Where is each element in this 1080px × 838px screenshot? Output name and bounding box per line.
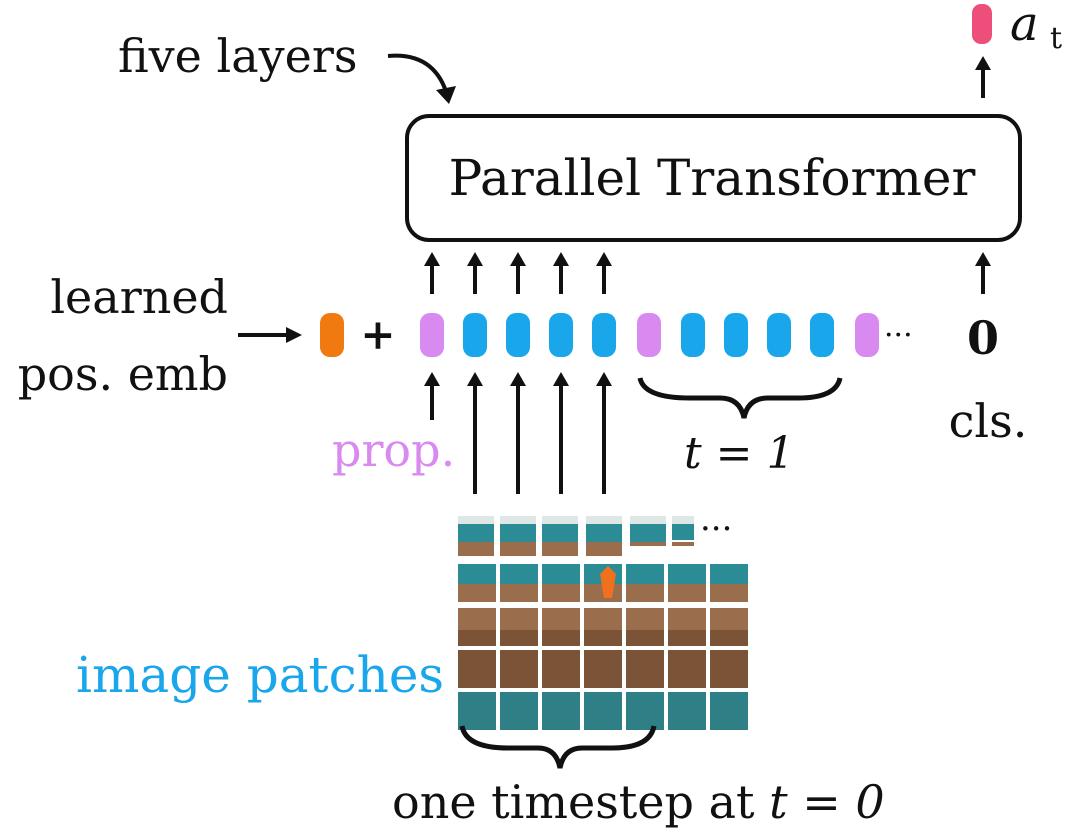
- one-timestep-caption: one timestep at t = 0: [392, 775, 885, 829]
- t1-label: t = 1: [684, 428, 795, 479]
- image-patch-desk: [630, 542, 666, 546]
- plus-sign: +: [360, 310, 395, 359]
- proprio-token: [420, 313, 444, 357]
- token-row: + ··· 0: [320, 310, 999, 365]
- image-patch-desk-top: [626, 584, 664, 602]
- image-patch-ceiling: [542, 516, 578, 524]
- prop-arrowhead: [424, 372, 440, 386]
- proprio-token: [637, 313, 661, 357]
- arrow-up-cls: [975, 252, 991, 294]
- patch-arrows: [467, 372, 612, 494]
- image-patch-desk-top: [458, 584, 496, 602]
- image-patches-grid: [458, 516, 748, 730]
- image-patch-desk-front: [626, 630, 664, 646]
- five-layers-arrowhead: [436, 86, 456, 104]
- pos-emb-label: pos. emb: [18, 347, 228, 401]
- pos-emb-arrowhead: [286, 327, 302, 343]
- image-patch: [710, 650, 748, 688]
- arrow-up: [467, 372, 483, 494]
- image-patch-desk: [500, 542, 536, 556]
- action-label: a: [1010, 0, 1039, 52]
- image-token: [724, 313, 748, 357]
- image-patch: [500, 692, 538, 730]
- proprio-token: [855, 313, 879, 357]
- image-patch: [542, 692, 580, 730]
- one-timestep-text: one timestep at: [392, 775, 769, 829]
- action-arrowhead: [975, 56, 991, 70]
- image-patch: [542, 650, 580, 688]
- image-token: [463, 313, 487, 357]
- image-patch-desk-front: [710, 630, 748, 646]
- image-patch: [668, 692, 706, 730]
- image-patch: [584, 692, 622, 730]
- image-patch-desk-top: [710, 584, 748, 602]
- image-patch-desk-front: [500, 630, 538, 646]
- image-patch-desk-front: [668, 630, 706, 646]
- parallel-transformer-box: [405, 114, 1022, 242]
- image-patch: [710, 692, 748, 730]
- cls-label: cls.: [949, 394, 1028, 448]
- image-patch-desk: [586, 542, 622, 556]
- t1-brace: [637, 377, 843, 419]
- image-patch: [626, 692, 664, 730]
- image-patches-label: image patches: [76, 646, 444, 704]
- image-patch: [626, 650, 664, 688]
- image-patch: [458, 692, 496, 730]
- arrow-up: [510, 252, 526, 294]
- image-token: [592, 313, 616, 357]
- token-ellipsis: ···: [884, 318, 913, 353]
- image-patch-ceiling: [630, 516, 666, 524]
- five-layers-label: five layers: [118, 29, 357, 83]
- image-patch-ceiling: [672, 516, 694, 524]
- image-patch-desk: [542, 542, 578, 556]
- image-patch-ceiling: [458, 516, 494, 524]
- timestep-brace: [459, 725, 657, 769]
- cls-token: 0: [967, 311, 999, 365]
- action-subscript: t: [1050, 21, 1062, 56]
- arrow-up: [510, 372, 526, 494]
- arrow-up: [553, 372, 569, 494]
- pos-emb-token: [320, 313, 344, 357]
- arrow-up: [596, 372, 612, 494]
- arrow-up: [467, 252, 483, 294]
- image-patch-desk-front: [458, 630, 496, 646]
- prop-label: prop.: [332, 423, 455, 477]
- image-patch-desk-top: [668, 584, 706, 602]
- image-patch: [500, 650, 538, 688]
- image-patch-desk-top: [500, 584, 538, 602]
- image-patch: [458, 650, 496, 688]
- image-patch-desk-top: [542, 584, 580, 602]
- image-token: [506, 313, 530, 357]
- image-patch-desk-front: [584, 630, 622, 646]
- image-token: [549, 313, 573, 357]
- image-token: [767, 313, 791, 357]
- parallel-transformer-label: Parallel Transformer: [449, 149, 976, 207]
- one-timestep-math: t = 0: [769, 775, 885, 829]
- image-patch-desk: [672, 542, 694, 546]
- arrow-up: [424, 252, 440, 294]
- image-patch: [668, 650, 706, 688]
- image-patch-desk: [458, 542, 494, 556]
- image-token: [810, 313, 834, 357]
- learned-label: learned: [50, 270, 228, 324]
- arrow-up: [553, 252, 569, 294]
- arrow-up: [596, 252, 612, 294]
- action-token: [972, 4, 992, 44]
- image-patch-ceiling: [586, 516, 622, 524]
- image-patch-desk-front: [542, 630, 580, 646]
- patch-ellipsis: ···: [700, 509, 732, 549]
- cone-in-image: [600, 566, 616, 598]
- image-patch-ceiling: [500, 516, 536, 524]
- image-token: [681, 313, 705, 357]
- image-patch: [584, 650, 622, 688]
- transformer-input-arrows: [424, 252, 991, 294]
